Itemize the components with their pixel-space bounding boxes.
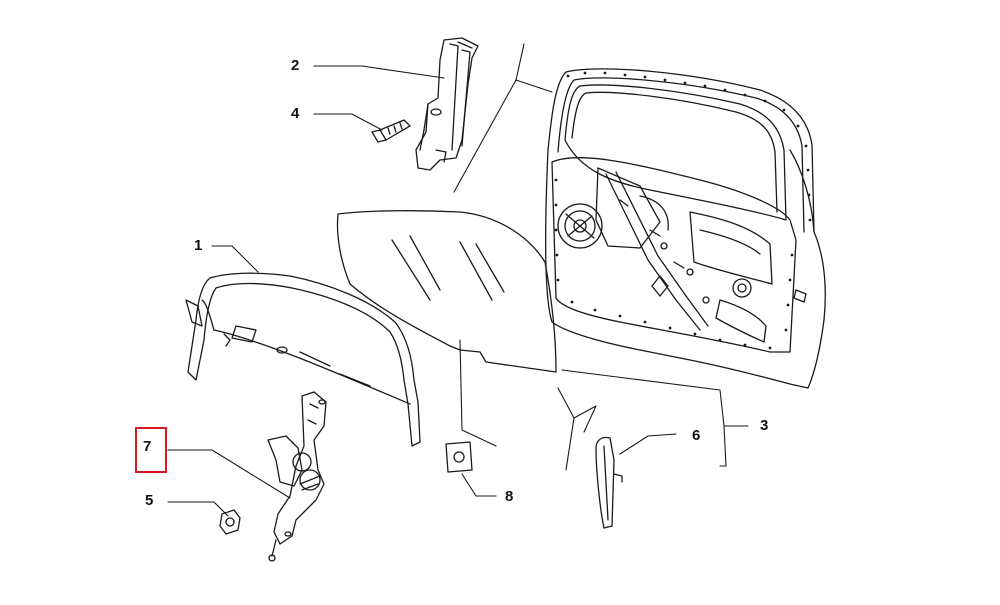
callout-7[interactable]: 7 [143, 438, 152, 455]
window-glass [336, 210, 557, 373]
callout-3[interactable]: 3 [760, 417, 769, 434]
callout-4[interactable]: 4 [291, 105, 300, 122]
door-shell [545, 68, 826, 389]
callout-1[interactable]: 1 [194, 237, 203, 254]
callout-5[interactable]: 5 [145, 492, 154, 509]
nut [219, 509, 241, 535]
door-holes [554, 71, 812, 350]
callout-7-highlight-box [135, 427, 167, 473]
window-regulator [267, 391, 327, 562]
bolt [371, 108, 442, 143]
callout-2[interactable]: 2 [291, 57, 300, 74]
leader-lines [167, 43, 749, 517]
window-frame [185, 272, 421, 447]
callout-8[interactable]: 8 [505, 488, 514, 505]
rear-channel-bracket [415, 37, 479, 171]
callout-6[interactable]: 6 [692, 427, 701, 444]
pad [445, 441, 473, 473]
trim-piece [595, 436, 623, 529]
